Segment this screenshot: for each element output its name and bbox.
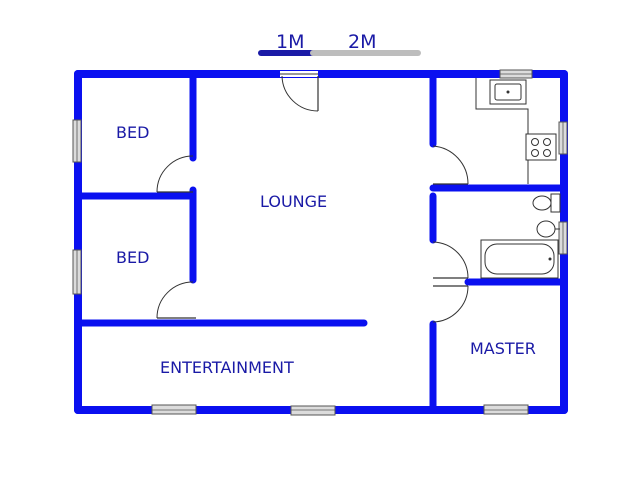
sink-icon bbox=[489, 79, 527, 105]
window-icon bbox=[151, 404, 197, 415]
door-entrance bbox=[280, 71, 319, 112]
toilet-icon bbox=[532, 193, 561, 213]
window-icon bbox=[72, 119, 82, 163]
doors bbox=[156, 71, 469, 323]
window-icon bbox=[558, 121, 568, 155]
scale-label-2m: 2M bbox=[348, 31, 376, 53]
counter-outline bbox=[475, 78, 529, 134]
window-icon bbox=[483, 404, 529, 415]
windows bbox=[72, 69, 568, 416]
window-icon bbox=[499, 69, 533, 79]
window-icon bbox=[290, 405, 336, 416]
door-bathroom bbox=[432, 241, 469, 279]
door-bed-top bbox=[156, 155, 194, 193]
basin-icon bbox=[536, 220, 560, 238]
room-label-entertainment: ENTERTAINMENT bbox=[160, 358, 294, 377]
stove-icon bbox=[525, 133, 557, 161]
room-label-bed-bottom: BED bbox=[116, 248, 149, 267]
scale-bar: 1M 2M bbox=[258, 31, 421, 56]
room-label-master: MASTER bbox=[470, 339, 536, 358]
window-icon bbox=[72, 249, 82, 295]
bathtub-icon bbox=[480, 239, 559, 279]
door-bed-bottom bbox=[156, 281, 196, 319]
kitchen-fixtures bbox=[475, 78, 557, 184]
bathroom-fixtures bbox=[480, 193, 561, 279]
door-master bbox=[432, 285, 469, 323]
room-labels: BED BED LOUNGE ENTERTAINMENT MASTER bbox=[116, 123, 536, 377]
room-label-lounge: LOUNGE bbox=[260, 192, 327, 211]
room-label-bed-top: BED bbox=[116, 123, 149, 142]
window-icon bbox=[558, 221, 568, 255]
scale-label-1m: 1M bbox=[276, 31, 304, 53]
door-kitchen bbox=[432, 145, 469, 185]
